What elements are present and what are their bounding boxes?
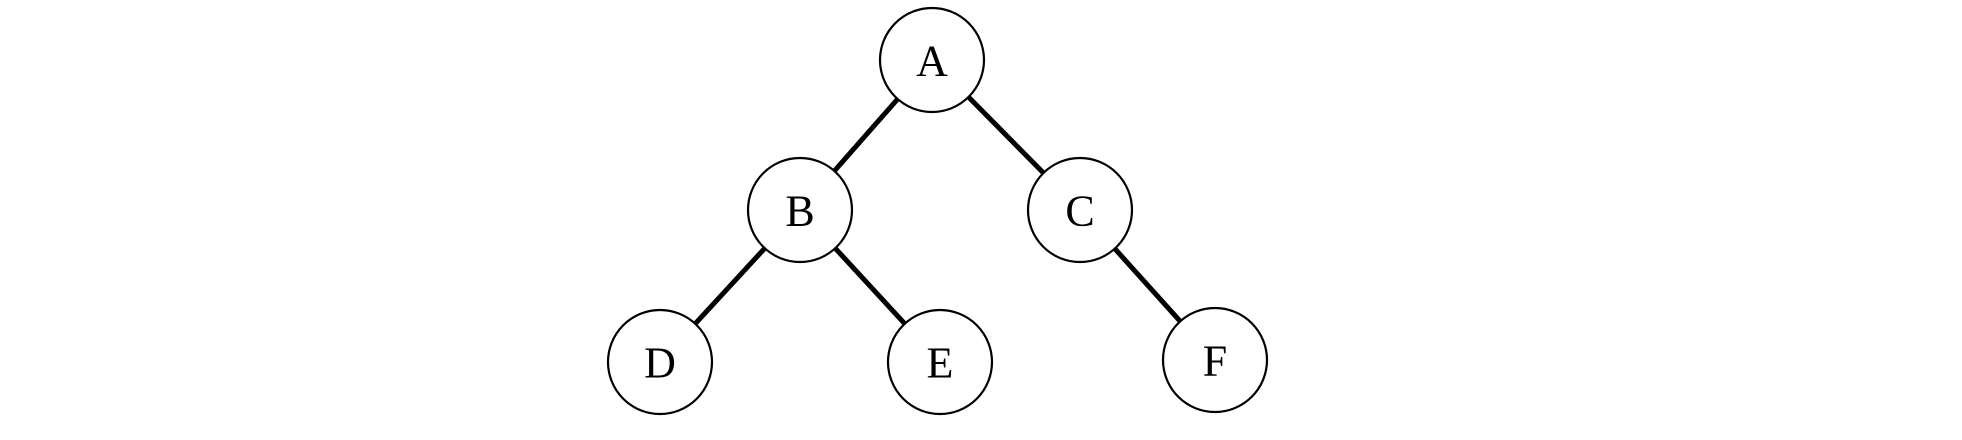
node-layer: A B C D E F [606, 6, 1269, 416]
tree-edge-c-f [1111, 245, 1184, 325]
tree-node-b[interactable]: B [746, 156, 854, 264]
tree-node-e[interactable]: E [886, 308, 994, 416]
tree-node-f[interactable]: F [1161, 306, 1269, 414]
tree-edge-b-d [692, 245, 768, 327]
tree-edge-a-c [965, 93, 1047, 177]
node-circle-e[interactable] [886, 308, 994, 416]
node-label-a: A [916, 37, 948, 86]
tree-node-a[interactable]: A [878, 6, 986, 114]
node-circle-f[interactable] [1161, 306, 1269, 414]
tree-edge-b-e [832, 245, 908, 327]
edge-layer [692, 93, 1184, 327]
tree-node-d[interactable]: D [606, 308, 714, 416]
tree-edge-a-b [831, 95, 901, 175]
node-label-b: B [785, 187, 814, 236]
tree-node-c[interactable]: C [1026, 156, 1134, 264]
node-circle-c[interactable] [1026, 156, 1134, 264]
node-circle-b[interactable] [746, 156, 854, 264]
node-label-f: F [1203, 337, 1227, 386]
node-label-d: D [644, 339, 676, 388]
node-circle-a[interactable] [878, 6, 986, 114]
node-label-e: E [927, 339, 954, 388]
node-label-c: C [1065, 187, 1094, 236]
node-circle-d[interactable] [606, 308, 714, 416]
